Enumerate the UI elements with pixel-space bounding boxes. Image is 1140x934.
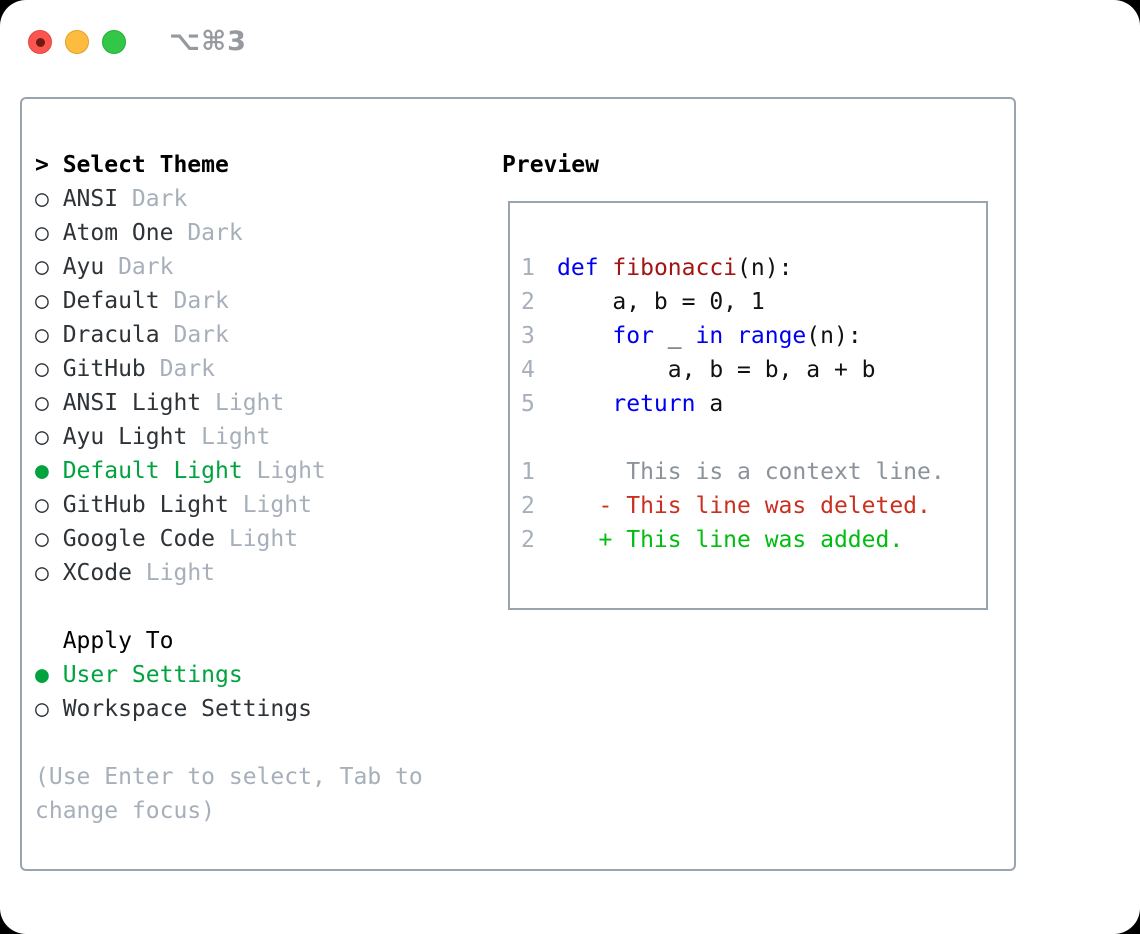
preview-title: Preview xyxy=(502,152,599,178)
theme-list-title: Select Theme xyxy=(62,152,229,178)
radio-icon: ○ xyxy=(35,696,49,722)
theme-tag: Light xyxy=(228,526,299,552)
radio-icon: ○ xyxy=(35,322,49,348)
code-line: 5 return a xyxy=(510,387,986,421)
blank-line xyxy=(510,421,986,455)
radio-icon: ○ xyxy=(35,424,49,450)
radio-icon: ○ xyxy=(35,390,49,416)
radio-icon: ○ xyxy=(35,186,49,212)
line-number: 1 xyxy=(521,255,535,281)
diff-context-line: 1 This is a context line. xyxy=(510,455,986,489)
line-number: 1 xyxy=(521,459,535,485)
theme-tag: Dark xyxy=(159,356,216,382)
close-dot-icon xyxy=(36,37,45,47)
apply-option-workspace-settings[interactable]: ○Workspace Settings xyxy=(35,692,450,726)
line-number: 2 xyxy=(521,289,535,315)
theme-tag: Dark xyxy=(131,186,188,212)
apply-option-user-settings[interactable]: ●User Settings xyxy=(35,658,450,692)
radio-icon: ○ xyxy=(35,220,49,246)
code-line: 2 a, b = 0, 1 xyxy=(510,285,986,319)
zoom-button[interactable] xyxy=(102,29,126,54)
line-number: 2 xyxy=(521,527,535,553)
radio-icon: ○ xyxy=(35,254,49,280)
theme-list-header: > Select Theme xyxy=(35,148,450,182)
line-number: 2 xyxy=(521,493,535,519)
radio-icon: ○ xyxy=(35,356,49,382)
line-number: 5 xyxy=(521,391,535,417)
titlebar: ⌥⌘3 xyxy=(28,26,247,57)
theme-tag: Dark xyxy=(173,322,229,348)
minimize-button[interactable] xyxy=(65,29,89,54)
line-number: 4 xyxy=(521,357,535,383)
radio-icon: ○ xyxy=(35,492,49,518)
theme-tag: Light xyxy=(242,492,312,518)
theme-tag: Dark xyxy=(187,220,243,246)
cursor-icon: > xyxy=(35,152,49,178)
close-button[interactable] xyxy=(28,29,52,54)
theme-tag: Dark xyxy=(118,254,174,280)
diff-added-line: 2 + This line was added. xyxy=(510,523,986,557)
theme-tag: Dark xyxy=(173,288,229,314)
radio-icon: ○ xyxy=(35,560,49,586)
radio-selected-icon: ● xyxy=(35,662,49,688)
code-line: 4 a, b = b, a + b xyxy=(510,353,986,387)
apply-to-title: Apply To xyxy=(62,628,174,654)
radio-icon: ○ xyxy=(35,288,49,314)
theme-tag: Light xyxy=(201,424,271,450)
radio-icon: ○ xyxy=(35,526,49,552)
theme-tag: Light xyxy=(145,560,216,586)
apply-to-header: Apply To xyxy=(35,624,450,658)
code-line: 3 for _ in range(n): xyxy=(510,319,986,353)
help-hint: (Use Enter to select, Tab to change focu… xyxy=(35,764,437,824)
window-title: ⌥⌘3 xyxy=(169,26,247,57)
theme-tag: Light xyxy=(256,458,326,484)
theme-tag: Light xyxy=(215,390,285,416)
line-number: 3 xyxy=(521,323,535,349)
diff-deleted-line: 2 - This line was deleted. xyxy=(510,489,986,523)
radio-selected-icon: ● xyxy=(35,458,49,484)
